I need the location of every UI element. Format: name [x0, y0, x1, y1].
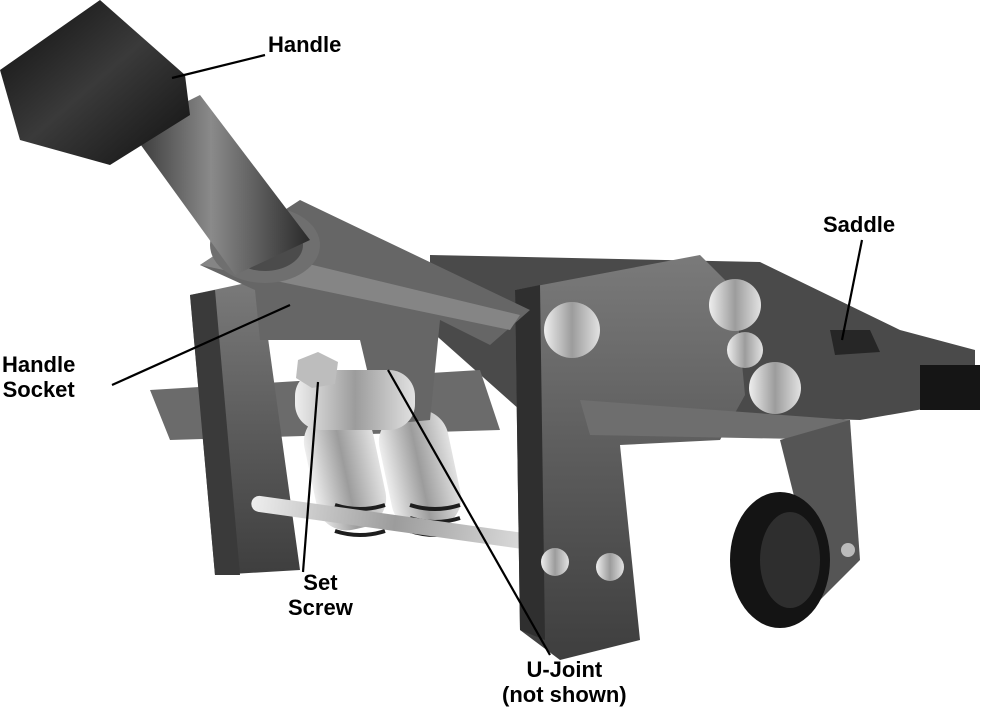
handle-part [0, 0, 310, 275]
callout-handle: Handle [268, 32, 341, 57]
callout-handle-socket-line-1: Handle [2, 352, 76, 377]
callout-set-screw: Set Screw [288, 570, 353, 620]
callout-saddle-line-1: Saddle [823, 212, 896, 237]
caster-wheel [730, 420, 860, 628]
saddle-pad [920, 365, 980, 410]
callout-set-screw-line-2: Screw [288, 595, 353, 620]
pump-cylinders [251, 409, 539, 551]
callout-set-screw-line-1: Set [303, 570, 338, 595]
leader-lines [111, 53, 864, 656]
set-screw-part [296, 352, 338, 388]
leader-line-handle-socket [111, 303, 291, 387]
bolt [709, 279, 761, 331]
callout-handle-socket-line-2: Socket [2, 377, 75, 402]
leader-line-handle [171, 53, 266, 80]
bolt [749, 362, 801, 414]
callout-saddle: Saddle [823, 212, 895, 237]
leader-line-u-joint [387, 369, 551, 656]
leader-line-set-screw [301, 381, 320, 573]
callout-u-joint: U-Joint (not shown) [502, 657, 627, 707]
bottom-rod [251, 495, 539, 551]
callout-handle-socket: Handle Socket [2, 352, 75, 402]
callout-u-joint-line-1: U-Joint [526, 657, 603, 682]
callout-handle-line-1: Handle [268, 32, 342, 57]
bolt [596, 553, 624, 581]
callout-u-joint-line-2: (not shown) [502, 682, 627, 707]
front-side-plate [515, 255, 850, 660]
bolt [727, 332, 763, 368]
bolt [544, 302, 600, 358]
bolt [541, 548, 569, 576]
leader-line-saddle [840, 239, 864, 341]
